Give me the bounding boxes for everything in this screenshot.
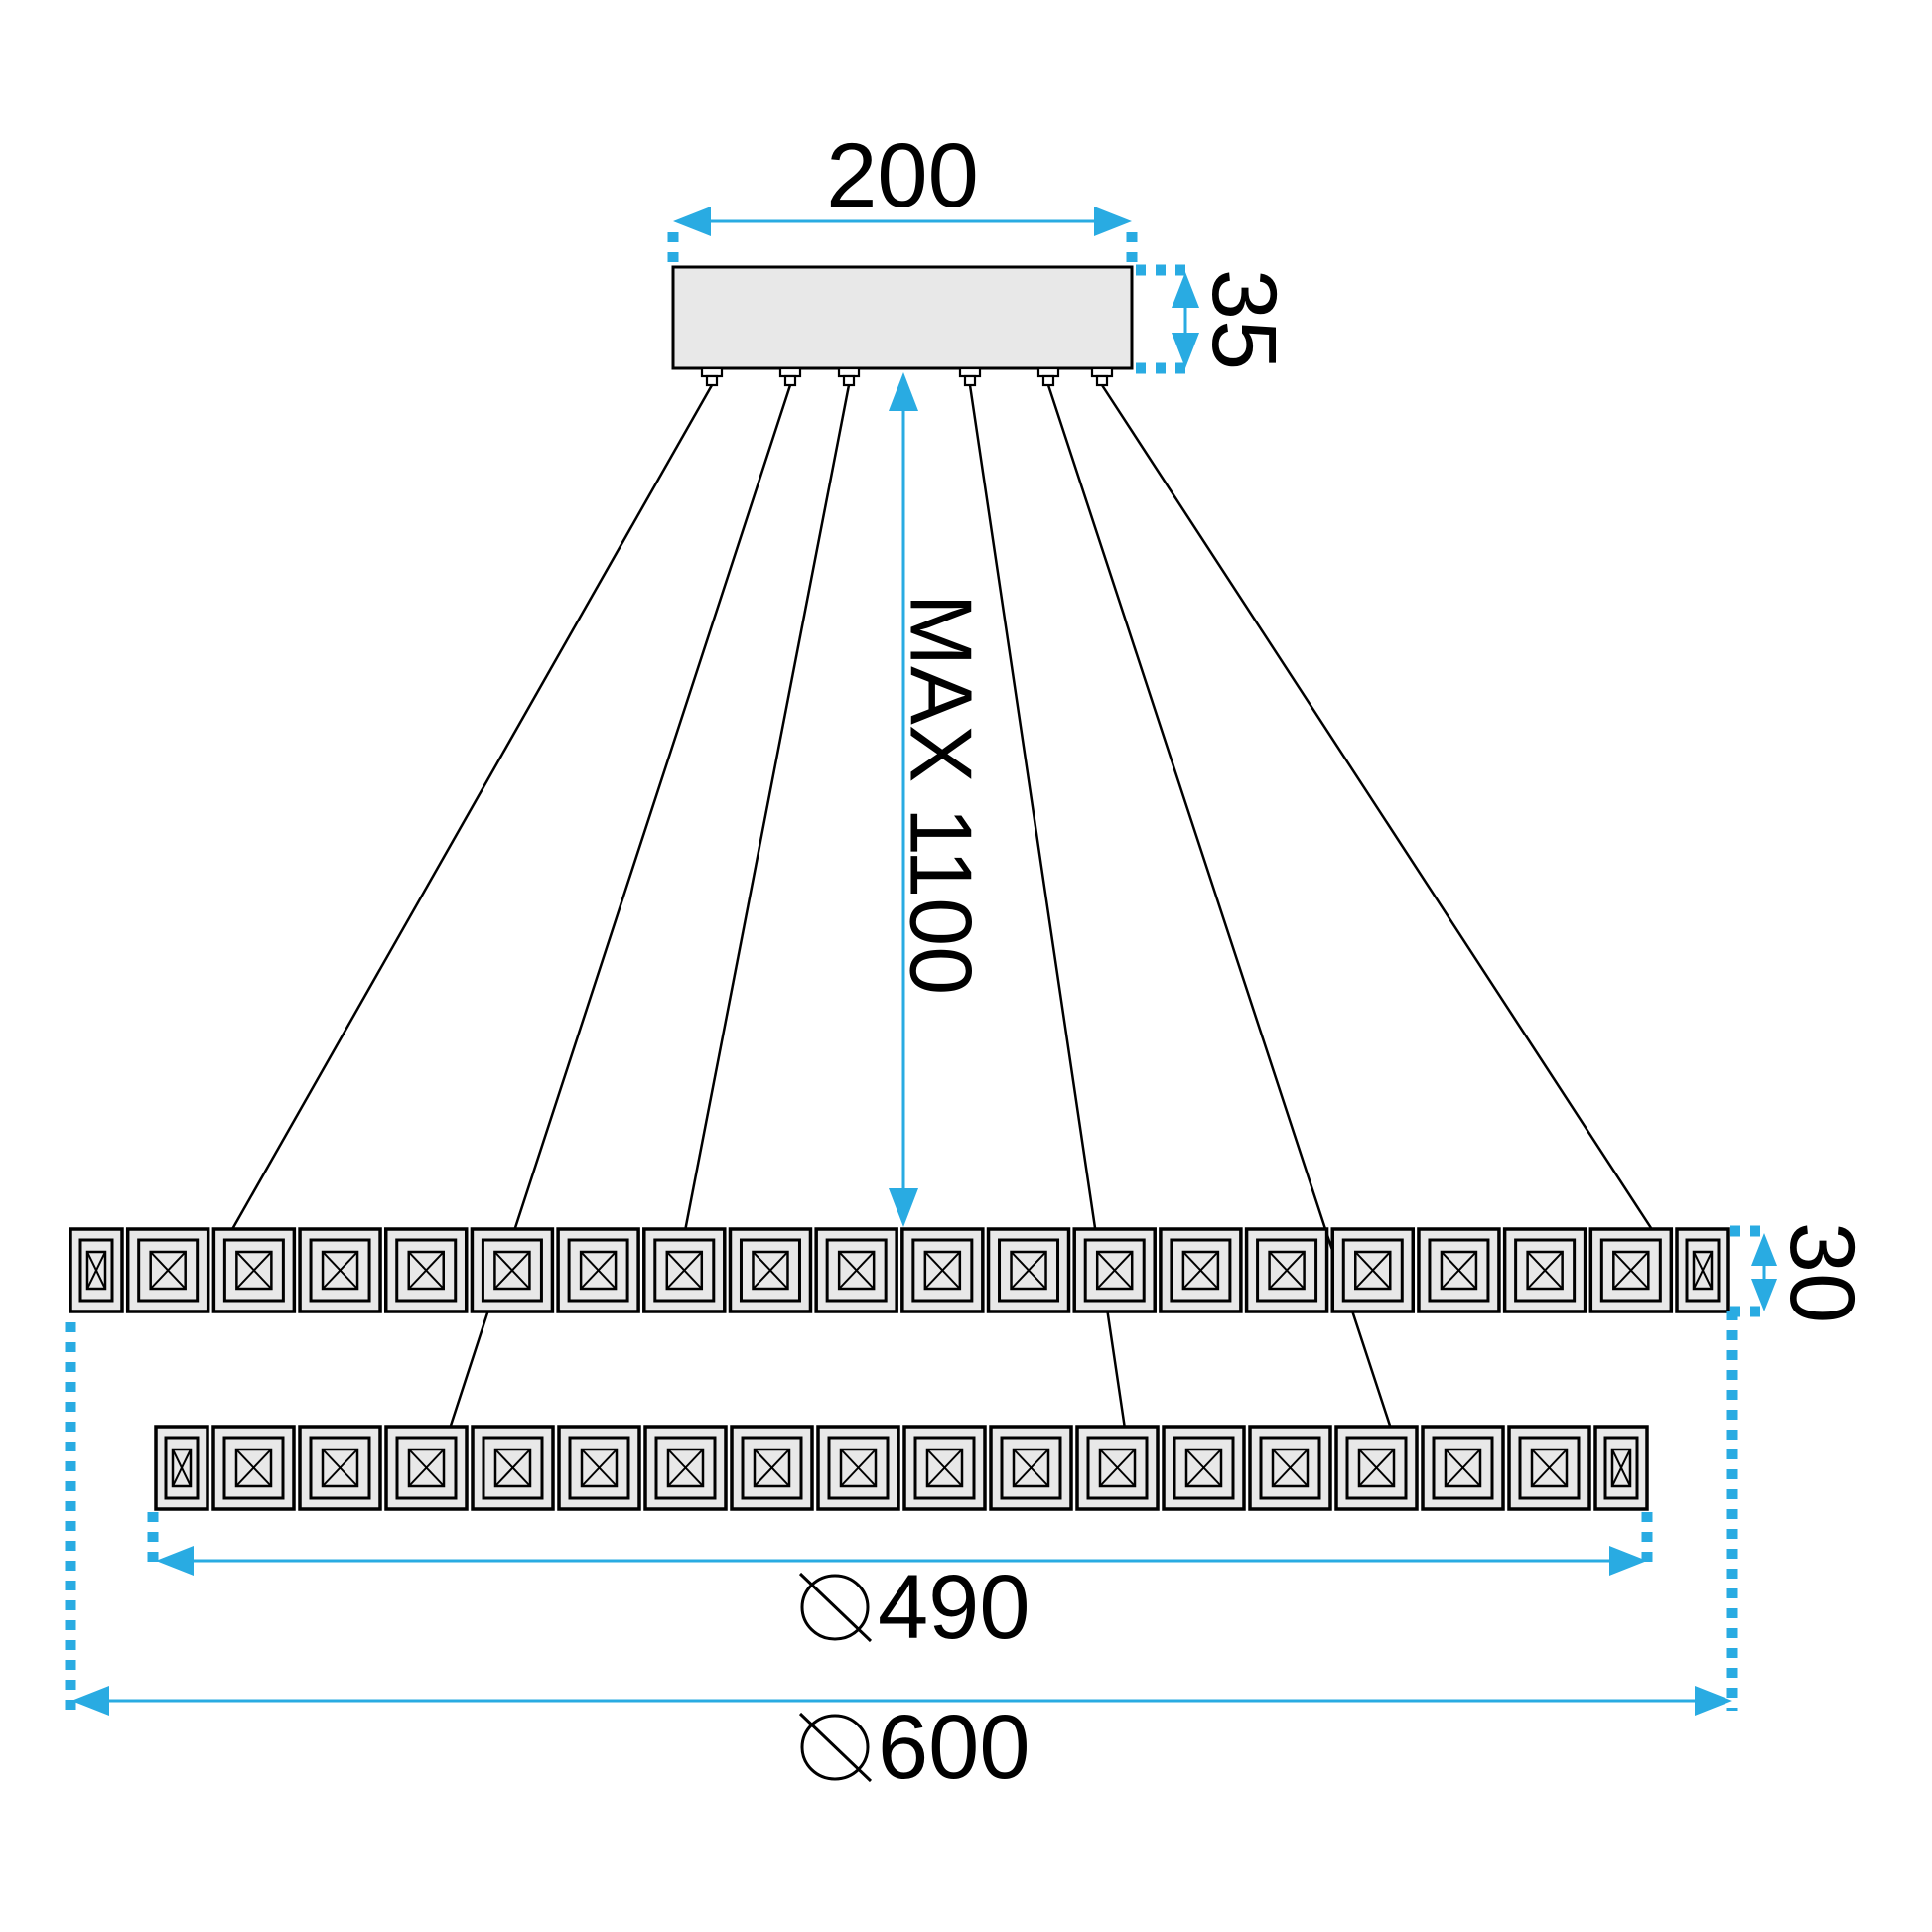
- arrowhead-right-icon: [1094, 207, 1132, 236]
- inner-diameter-label: 490: [878, 1557, 1031, 1658]
- crystal-tile: [1675, 1227, 1730, 1313]
- crystal-tile: [211, 1425, 296, 1511]
- crystal-tile: [1421, 1425, 1505, 1511]
- diameter-icon: [798, 1712, 873, 1783]
- crystal-tile: [1588, 1227, 1674, 1313]
- arrowhead-down-icon: [1751, 1279, 1777, 1311]
- crystal-tile: [1330, 1227, 1416, 1313]
- crystal-tile: [383, 1227, 469, 1313]
- hanger-nub: [958, 366, 982, 387]
- hanger-nub: [1090, 366, 1114, 387]
- ring-band-height-dimension: 30: [1730, 1222, 1872, 1323]
- arrowhead-down-icon: [889, 1188, 918, 1227]
- crystal-tile: [1072, 1227, 1157, 1313]
- crystal-tile: [1502, 1227, 1587, 1313]
- ceiling-canopy: [671, 265, 1134, 370]
- suspension-cable: [229, 384, 714, 1232]
- crystal-tile: [1244, 1227, 1329, 1313]
- crystal-tile: [816, 1425, 900, 1511]
- canopy-width-dimension: 200: [667, 125, 1138, 265]
- crystal-tile: [557, 1425, 641, 1511]
- hanger-nub: [700, 366, 724, 387]
- arrowhead-right-icon: [1609, 1546, 1647, 1576]
- crystal-tile: [814, 1227, 898, 1313]
- inner-ring: [154, 1425, 1649, 1511]
- diameter-icon: [798, 1572, 873, 1643]
- crystal-tile: [556, 1227, 640, 1313]
- canopy-box: [671, 265, 1134, 370]
- hanger-nub: [837, 366, 861, 387]
- suspension-cable: [1100, 384, 1655, 1232]
- crystal-tile: [728, 1227, 813, 1313]
- crystal-tile: [900, 1227, 985, 1313]
- canopy-width-label: 200: [826, 125, 979, 226]
- crystal-tile: [1159, 1227, 1243, 1313]
- canopy-height-dimension: 35: [1136, 264, 1295, 374]
- crystal-tile: [69, 1227, 124, 1313]
- arrowhead-up-icon: [889, 372, 918, 411]
- crystal-tile: [1162, 1425, 1246, 1511]
- crystal-tile: [1507, 1425, 1591, 1511]
- ring-band-height-label: 30: [1771, 1222, 1872, 1323]
- crystal-tile: [125, 1227, 210, 1313]
- hanger-nub: [778, 366, 802, 387]
- crystal-tile: [1334, 1425, 1419, 1511]
- arrowhead-left-icon: [71, 1686, 109, 1716]
- crystal-tile: [989, 1425, 1073, 1511]
- crystal-tile: [1593, 1425, 1649, 1511]
- suspension-cables: [229, 384, 1655, 1430]
- crystal-tile: [643, 1425, 728, 1511]
- outer-diameter-dimension: 600: [65, 1311, 1738, 1798]
- crystal-tile: [642, 1227, 727, 1313]
- crystal-tile: [986, 1227, 1071, 1313]
- crystal-tile: [471, 1425, 555, 1511]
- crystal-tile: [470, 1227, 555, 1313]
- max-drop-label: MAX 1100: [893, 594, 991, 995]
- crystal-tile: [154, 1425, 209, 1511]
- crystal-tile: [1075, 1425, 1160, 1511]
- arrowhead-down-icon: [1172, 333, 1199, 368]
- outer-diameter-label: 600: [878, 1697, 1031, 1798]
- max-drop-dimension: MAX 1100: [889, 372, 991, 1227]
- arrowhead-right-icon: [1695, 1686, 1732, 1716]
- hanger-nubs: [700, 366, 1114, 387]
- canopy-height-label: 35: [1193, 269, 1295, 370]
- crystal-tile: [902, 1425, 987, 1511]
- crystal-tile: [384, 1425, 469, 1511]
- crystal-tile: [211, 1227, 297, 1313]
- arrowhead-up-icon: [1751, 1233, 1777, 1266]
- suspension-cable: [683, 384, 851, 1232]
- arrowhead-left-icon: [156, 1546, 194, 1576]
- crystal-tile: [1417, 1227, 1501, 1313]
- inner-diameter-dimension: 490: [147, 1512, 1653, 1658]
- arrowhead-left-icon: [673, 207, 711, 236]
- arrowhead-up-icon: [1172, 272, 1199, 308]
- crystal-tile: [298, 1425, 382, 1511]
- crystal-tile: [730, 1425, 814, 1511]
- crystal-tile: [1248, 1425, 1332, 1511]
- hanger-nub: [1036, 366, 1060, 387]
- outer-ring: [69, 1227, 1730, 1313]
- crystal-tile: [298, 1227, 382, 1313]
